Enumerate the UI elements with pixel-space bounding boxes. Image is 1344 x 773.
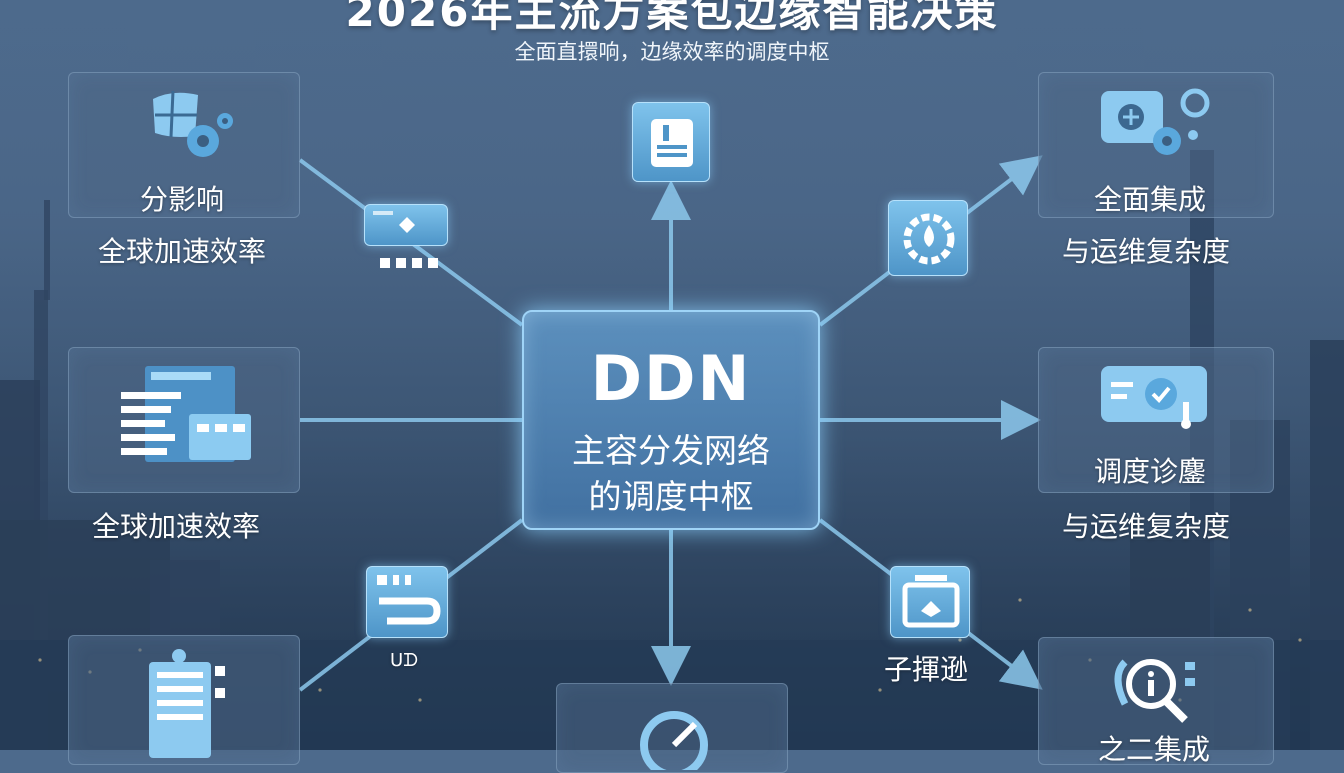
- card-mid-left-line1: 全球加速效率: [92, 510, 261, 543]
- card-top-right: [1038, 72, 1274, 218]
- node-lower-right: [890, 566, 970, 638]
- ddn-hub: DDN 主容分发网络 的调度中枢: [522, 310, 820, 530]
- gear-cluster-icon: [1101, 88, 1210, 155]
- node-top: [632, 102, 710, 182]
- card-top-right-line1: 全面集成: [1094, 183, 1207, 216]
- node-upper-right: [888, 200, 968, 276]
- document-icon: [651, 119, 693, 167]
- card-mid-right: [1038, 347, 1274, 493]
- card-top-left-line2: 全球加速效率: [98, 235, 267, 268]
- card-mid-right-line2: 与运维复杂度: [1062, 510, 1231, 543]
- gear-drop-icon: [903, 213, 955, 265]
- server-grid-icon: [373, 211, 415, 233]
- link-card-icon: [377, 575, 441, 625]
- globe-gear-icon: [153, 90, 233, 157]
- page-title: 2026年主流方案包边缘智能决策: [345, 0, 999, 36]
- document-list-icon: [149, 649, 225, 758]
- dashboard-window-icon: [121, 366, 251, 462]
- hub-line1: 主容分发网络: [572, 431, 770, 470]
- card-top-right-line2: 与运维复杂度: [1062, 235, 1231, 268]
- image-card-icon: [902, 575, 960, 628]
- card-top-left: [68, 72, 300, 218]
- server-grid-dots: [380, 258, 438, 268]
- card-bottom-right-line1: 之二集成: [1098, 733, 1211, 766]
- node-lower-left-caption: ᑌᗪ: [390, 650, 419, 671]
- page-subtitle: 全面直擐响，边缘效率的调度中枢: [514, 40, 830, 64]
- hub-title: DDN: [590, 342, 752, 415]
- card-bottom-left: [68, 635, 300, 765]
- card-bottom-right: [1038, 637, 1274, 765]
- node-lower-left: [366, 566, 448, 638]
- node-upper-left: [364, 204, 448, 246]
- hub-line2: 的调度中枢: [588, 477, 754, 516]
- card-mid-left: [68, 347, 300, 493]
- card-bottom-center: [556, 683, 788, 773]
- node-lower-right-caption: 子揮逊: [884, 653, 969, 686]
- gauge-icon: [640, 711, 708, 770]
- check-card-icon: [1101, 366, 1207, 429]
- card-top-left-line1: 分影响: [140, 183, 225, 216]
- card-mid-right-line1: 调度诊鏖: [1094, 455, 1207, 488]
- search-info-icon: [1114, 659, 1195, 723]
